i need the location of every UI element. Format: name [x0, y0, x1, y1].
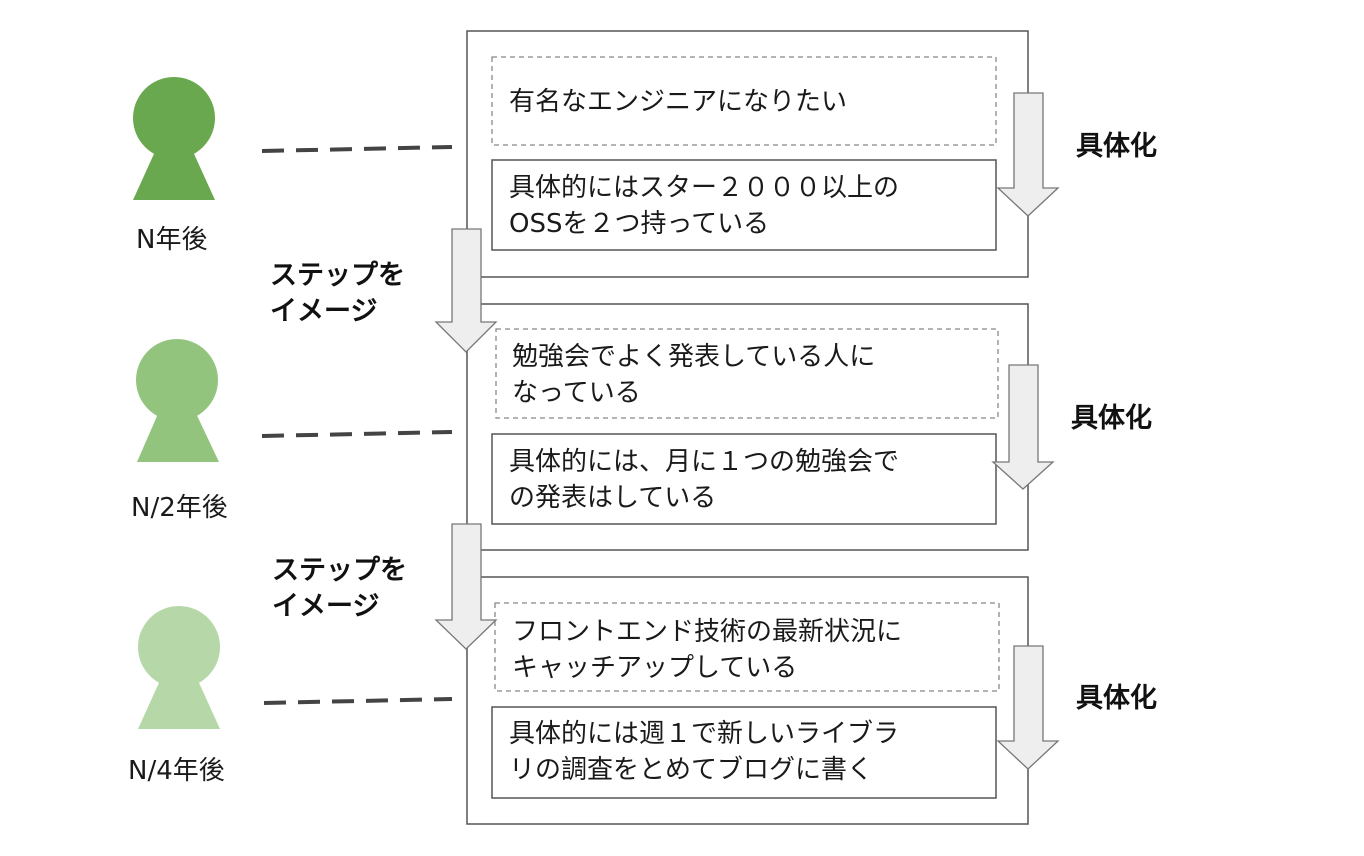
- goal-text-1: 有名なエンジニアになりたい: [509, 87, 848, 117]
- concrete-text-2: 具体的には、月に１つの勉強会で の発表はしている: [509, 447, 900, 513]
- person-icon-2: [136, 339, 219, 462]
- step-label-1: ステップを イメージ: [270, 260, 405, 327]
- concretize-label-1: 具体化: [1076, 131, 1157, 162]
- person-label-3: N/4年後: [128, 756, 225, 786]
- concretize-label-2: 具体化: [1071, 403, 1152, 434]
- concrete-box-1: [491, 159, 997, 251]
- concretize-label-3: 具体化: [1076, 683, 1157, 714]
- concrete-text-3: 具体的には週１で新しいライブラ リの調査をとめてブログに書く: [509, 719, 900, 785]
- concrete-text-1: 具体的にはスター２０００以上の OSSを２つ持っている: [509, 173, 900, 239]
- concretize-arrow-1: [996, 92, 1060, 217]
- step-arrow-2: [434, 523, 498, 650]
- goal-box-2: [495, 328, 999, 419]
- step-arrow-1: [434, 228, 498, 353]
- person-icon-3: [138, 606, 220, 729]
- goal-text-2: 勉強会でよく発表している人に なっている: [512, 342, 876, 408]
- goal-box-1: [491, 56, 997, 146]
- goal-box-3: [494, 602, 1000, 692]
- connector-line-1: [261, 145, 453, 153]
- concretize-arrow-3: [996, 645, 1060, 770]
- person-label-2: N/2年後: [131, 493, 228, 523]
- goal-text-3: フロントエンド技術の最新状況に キャッチアップしている: [512, 617, 903, 683]
- concrete-box-2: [491, 433, 997, 525]
- step-label-2: ステップを イメージ: [272, 555, 407, 622]
- connector-line-2: [261, 430, 453, 438]
- person-label-1: N年後: [136, 225, 208, 255]
- connector-line-3: [263, 697, 453, 705]
- concrete-box-3: [491, 706, 997, 799]
- person-icon-1: [133, 77, 215, 200]
- concretize-arrow-2: [991, 364, 1055, 490]
